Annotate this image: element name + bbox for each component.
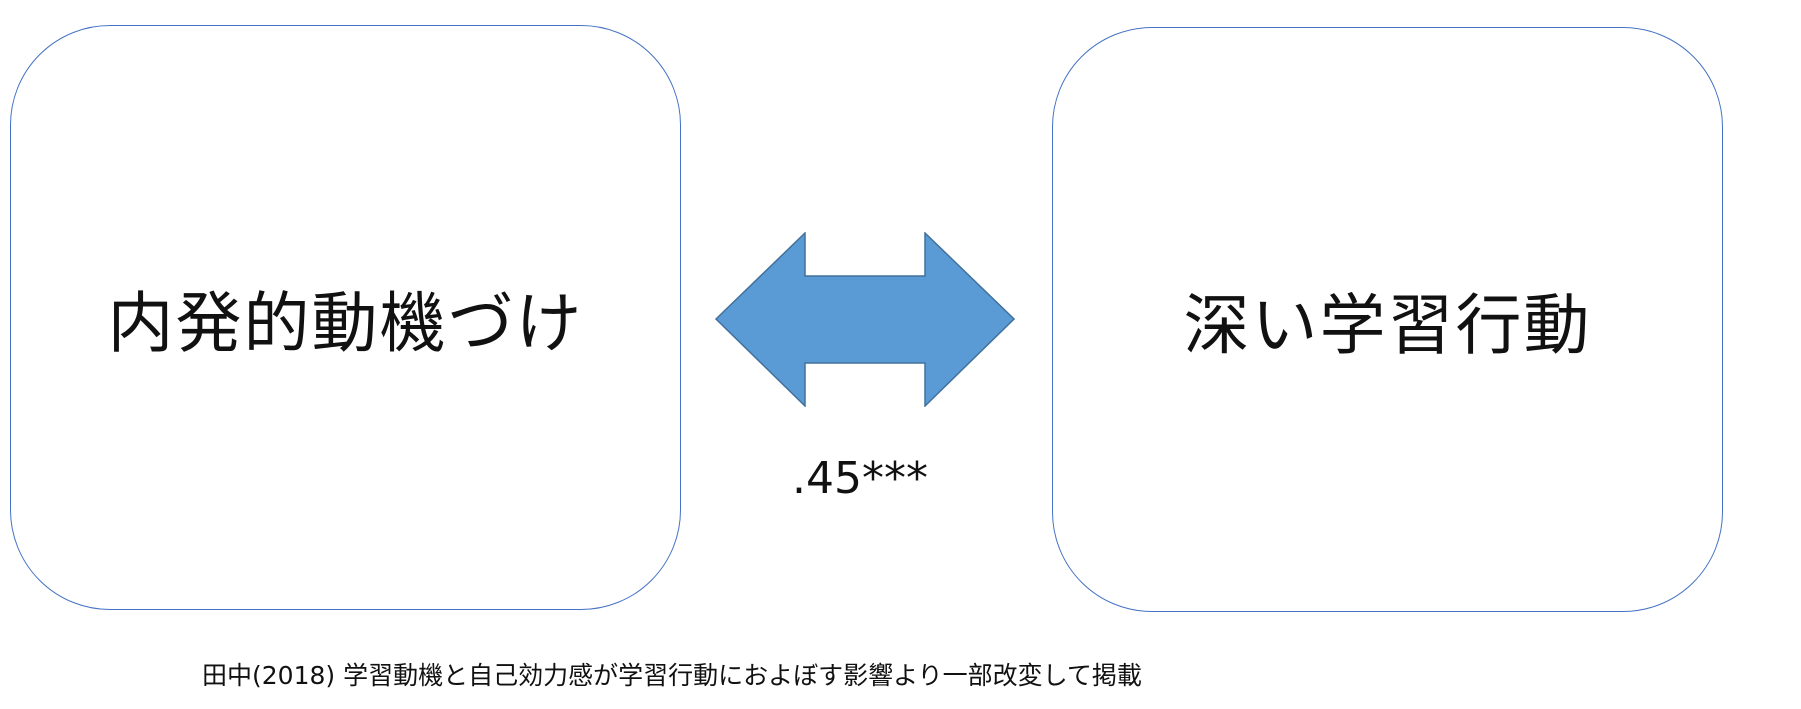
left-construct-box: 内発的動機づけ [10,25,681,610]
left-construct-label: 内発的動機づけ [107,284,584,362]
source-note: 田中(2018) 学習動機と自己効力感が学習行動におよぼす影響より一部改変して掲… [202,661,1142,690]
double-arrow-shape [715,232,1015,407]
right-construct-label: 深い学習行動 [1183,286,1592,364]
correlation-coefficient: .45*** [792,453,928,504]
right-construct-box: 深い学習行動 [1052,27,1723,612]
bidirectional-arrow-icon [715,232,1015,407]
